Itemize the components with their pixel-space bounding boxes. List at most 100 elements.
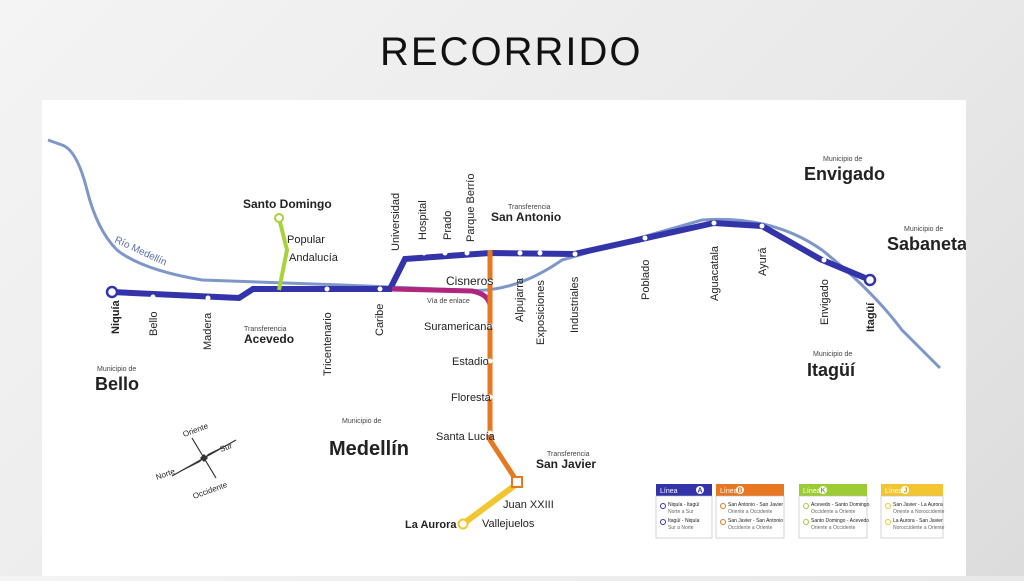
station-universidad[interactable] (421, 250, 427, 256)
municipality-envigado-small: Municipio de (823, 156, 862, 163)
label-floresta: Floresta (451, 392, 492, 404)
compass-north: Norte (155, 467, 177, 482)
metro-map: Río Medellín Niquía Bello Made (47, 138, 968, 539)
station-aguacatala[interactable] (711, 220, 717, 226)
station-exposiciones[interactable] (537, 250, 543, 256)
municipality-bello: Bello (95, 374, 139, 394)
label-poblado: Poblado (640, 260, 652, 300)
link-label: Vía de enlace (427, 298, 470, 305)
label-alpujarra: Alpujarra (514, 277, 526, 322)
label-la-aurora: La Aurora (405, 519, 457, 531)
station-san-javier[interactable] (511, 476, 523, 488)
label-santa-lucia: Santa Lucía (436, 431, 496, 443)
station-suramericana[interactable] (487, 323, 493, 329)
river-line (47, 138, 942, 370)
svg-text:Línea: Línea (720, 488, 738, 495)
svg-text:San Javier - La Aurora: San Javier - La Aurora (893, 502, 943, 508)
transfer-san-antonio-name: San Antonio (491, 210, 561, 224)
label-niquia: Niquía (110, 300, 122, 334)
municipality-sabaneta-small: Municipio de (904, 226, 943, 233)
station-tricentenario[interactable] (324, 286, 330, 292)
station-envigado[interactable] (821, 257, 827, 263)
municipality-envigado: Envigado (804, 164, 885, 184)
label-popular: Popular (287, 234, 325, 246)
legend-line-j: Línea J San Javier - La Aurora Oriente a… (880, 484, 945, 539)
label-ayura: Ayurá (757, 247, 769, 276)
label-andalucia: Andalucía (289, 252, 339, 264)
svg-text:Acevedo - Santo Domingo: Acevedo - Santo Domingo (811, 502, 870, 508)
svg-text:Norte a Sur: Norte a Sur (668, 509, 694, 515)
label-madera: Madera (202, 312, 214, 350)
label-suramericana: Suramericana (424, 321, 493, 333)
svg-text:San Javier - San Antonio: San Javier - San Antonio (728, 518, 783, 524)
label-parque-berrio: Parque Berrío (465, 174, 477, 242)
compass-east: Oriente (182, 421, 210, 439)
svg-text:San Antonio - San Javier: San Antonio - San Javier (728, 502, 783, 508)
label-itagui-station: Itagüí (865, 302, 877, 332)
svg-text:Oriente a Occidente: Oriente a Occidente (811, 525, 856, 531)
station-bello[interactable] (150, 294, 156, 300)
legend-line-k: Línea K Acevedo - Santo Domingo Occident… (798, 484, 870, 539)
station-santa-lucia[interactable] (487, 430, 493, 436)
station-cisneros[interactable] (487, 279, 493, 285)
label-exposiciones: Exposiciones (535, 280, 547, 345)
svg-text:Occidente a Oriente: Occidente a Oriente (728, 525, 773, 531)
station-la-aurora[interactable] (457, 518, 469, 530)
compass-west: Occidente (192, 480, 229, 501)
legend-line-b: Línea B San Antonio - San Javier Oriente… (715, 484, 785, 539)
svg-text:Niquía - Itagüí: Niquía - Itagüí (668, 502, 700, 508)
svg-text:Santo Domingo - Acevedo: Santo Domingo - Acevedo (811, 518, 869, 524)
svg-text:B: B (738, 488, 743, 495)
slide-title: RECORRIDO (380, 30, 643, 74)
svg-text:Oriente a Occidente: Oriente a Occidente (728, 509, 773, 515)
svg-text:A: A (698, 488, 703, 495)
svg-text:Sur a Norte: Sur a Norte (668, 525, 694, 531)
station-industriales[interactable] (572, 251, 578, 257)
label-envigado-station: Envigado (819, 279, 831, 325)
station-santo-domingo[interactable] (274, 213, 284, 223)
municipality-medellin: Medellín (329, 438, 409, 460)
label-juan-xxiii: Juan XXIII (503, 499, 554, 511)
station-estadio[interactable] (487, 358, 493, 364)
station-madera[interactable] (205, 295, 211, 301)
svg-text:Occidente a Oriente: Occidente a Oriente (811, 509, 856, 515)
line-j-track (461, 480, 520, 527)
svg-text:Oriente a Noroccidente: Oriente a Noroccidente (893, 509, 945, 515)
station-itagui[interactable] (863, 273, 877, 287)
label-cisneros: Cisneros (446, 274, 493, 288)
label-industriales: Industriales (569, 276, 581, 333)
svg-text:K: K (821, 488, 826, 495)
label-tricentenario: Tricentenario (322, 312, 334, 376)
municipality-itagui-small: Municipio de (813, 351, 852, 358)
svg-text:La Aurora - San Javier: La Aurora - San Javier (893, 518, 943, 524)
transfer-acevedo-small: Transferencia (244, 326, 287, 333)
transfer-acevedo-name: Acevedo (244, 332, 294, 346)
svg-text:Línea: Línea (885, 488, 903, 495)
compass-south: Sur (219, 441, 234, 454)
svg-text:Noroccidente a Oriente: Noroccidente a Oriente (893, 525, 945, 531)
station-niquia[interactable] (105, 285, 119, 299)
transfer-san-javier-name: San Javier (536, 457, 596, 471)
metro-map-panel: Río Medellín Niquía Bello Made (42, 100, 968, 576)
label-estadio: Estadio (452, 356, 489, 368)
station-caribe[interactable] (377, 286, 383, 292)
municipality-sabaneta: Sabaneta (887, 234, 966, 254)
legend-line-a: Línea A Niquía - Itagüí Norte a Sur Itag… (655, 484, 713, 539)
station-floresta[interactable] (487, 394, 493, 400)
svg-text:Línea: Línea (803, 488, 821, 495)
station-prado[interactable] (464, 250, 470, 256)
svg-text:Itagüí - Niquía: Itagüí - Niquía (668, 518, 700, 524)
line-k-track (277, 217, 290, 291)
label-vallejuelos: Vallejuelos (482, 518, 535, 530)
municipality-medellin-small: Municipio de (342, 418, 381, 425)
label-aguacatala: Aguacatala (709, 245, 721, 301)
label-santo-domingo: Santo Domingo (243, 197, 332, 211)
station-hospital[interactable] (442, 250, 448, 256)
station-poblado[interactable] (642, 235, 648, 241)
svg-text:J: J (904, 488, 908, 495)
station-alpujarra[interactable] (517, 250, 523, 256)
station-ayura[interactable] (759, 223, 765, 229)
svg-text:Línea: Línea (660, 488, 678, 495)
municipality-bello-small: Municipio de (97, 366, 136, 373)
transfer-san-antonio-small: Transferencia (508, 204, 551, 211)
